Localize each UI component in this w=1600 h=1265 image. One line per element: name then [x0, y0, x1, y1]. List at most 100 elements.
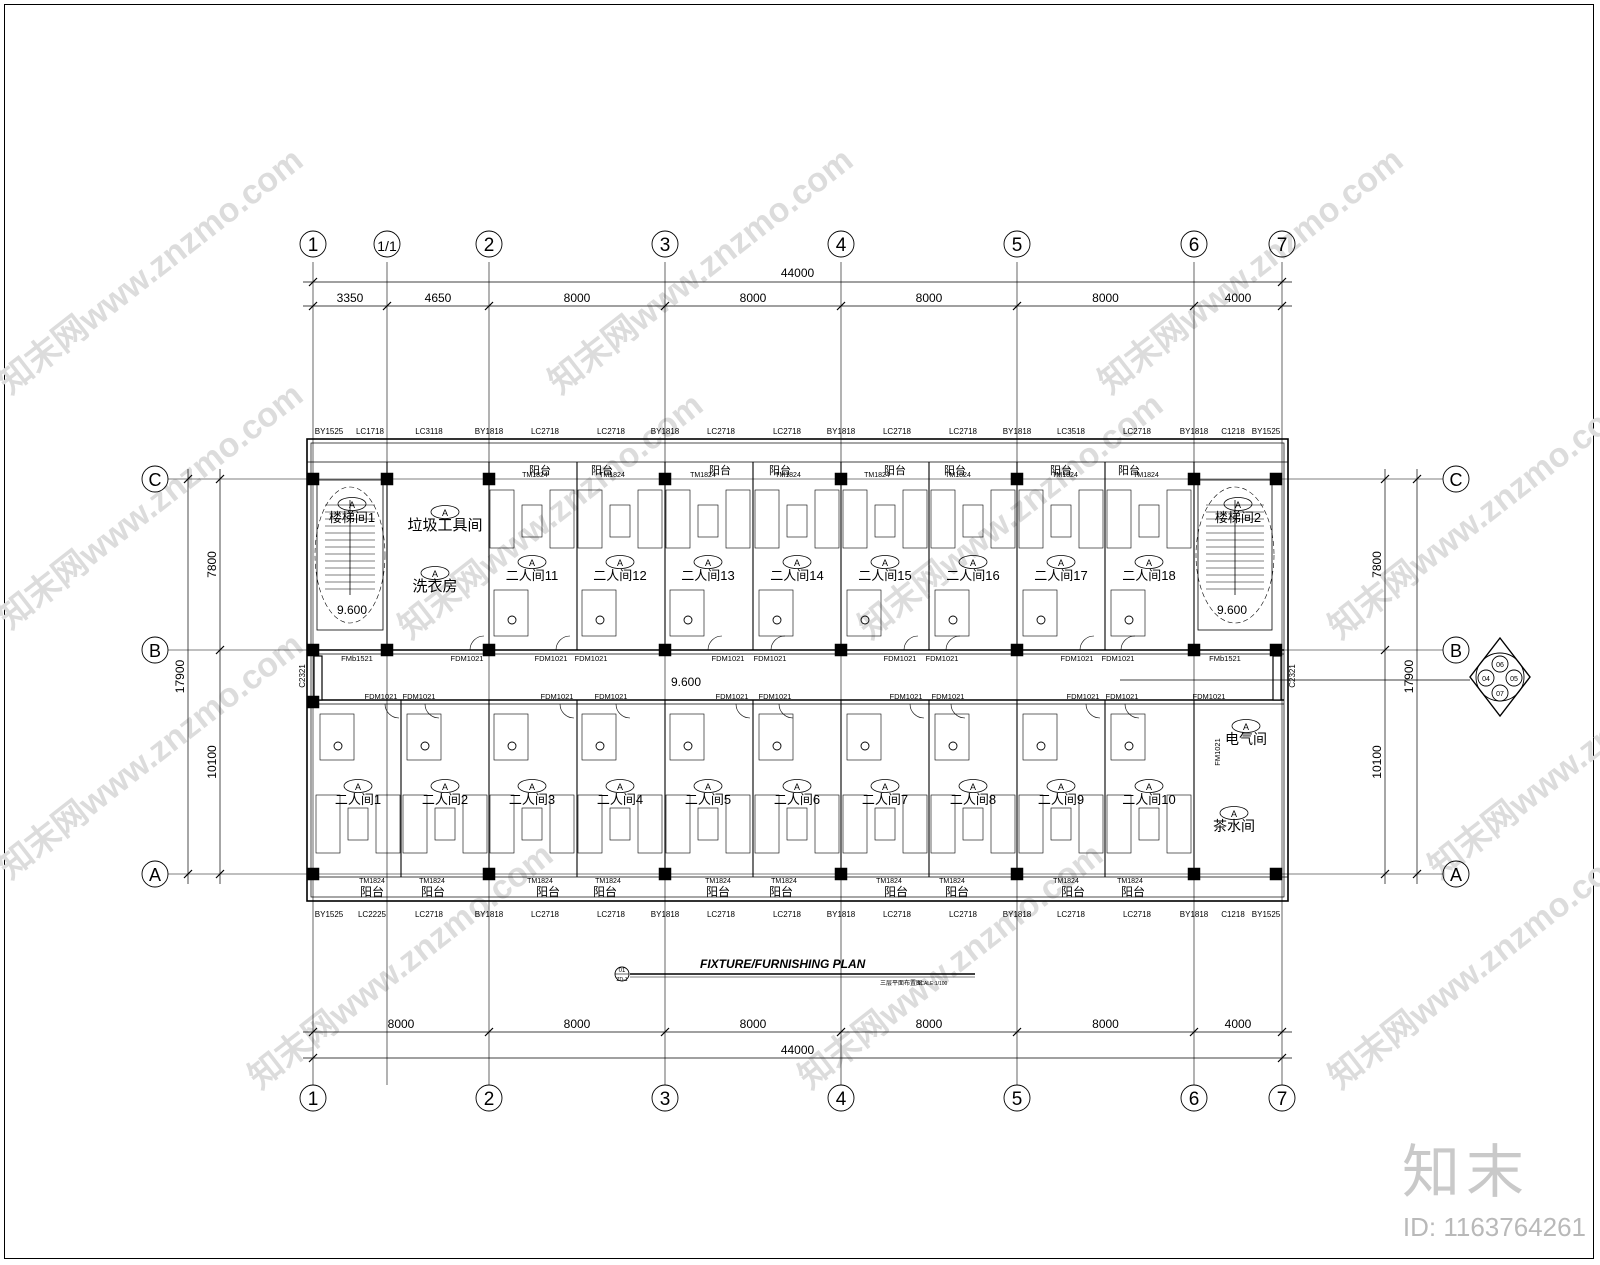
window-tag: LC2718	[883, 910, 912, 919]
desk	[962, 807, 984, 841]
bed	[315, 794, 341, 854]
dim-text: 8000	[740, 291, 767, 305]
bathroom	[934, 713, 970, 761]
window-tag: TM1824	[864, 472, 890, 479]
room-name: 二人间13	[681, 568, 734, 583]
axis-label: A	[149, 865, 161, 885]
axis-bubble	[827, 230, 855, 258]
room-name: 楼梯间1	[329, 510, 375, 525]
axis-bubble	[1180, 230, 1208, 258]
column	[834, 867, 848, 881]
axis-bubble	[1003, 1084, 1031, 1112]
room-tag-letter: A	[1146, 558, 1152, 568]
window-tag: LC2718	[1057, 910, 1086, 919]
column	[306, 695, 320, 709]
column	[834, 643, 848, 657]
balcony-label: 阳台	[884, 884, 908, 899]
axis-label: 4	[836, 235, 847, 256]
window-tag: BY1818	[651, 427, 680, 436]
room-tag	[958, 779, 988, 793]
toilet	[860, 741, 870, 751]
axis-label: 6	[1189, 1089, 1200, 1110]
door-swing	[778, 703, 794, 719]
door-tag: FDM1021	[754, 654, 787, 663]
room-name: 二人间10	[1122, 792, 1175, 807]
bathroom	[934, 589, 970, 637]
door-tag: FDM1021	[1061, 654, 1094, 663]
bed	[754, 794, 780, 854]
brand-watermark: 知末	[1401, 1138, 1530, 1206]
room-tag	[1134, 555, 1164, 569]
bed	[637, 794, 663, 854]
index-diamond	[1469, 636, 1531, 718]
room-tag	[1046, 555, 1076, 569]
window-tag: LC2718	[531, 910, 560, 919]
toilet	[420, 741, 430, 751]
axis-bubble	[1180, 1084, 1208, 1112]
door-swing	[615, 703, 631, 719]
bed	[1018, 794, 1044, 854]
balcony-label: 阳台	[360, 884, 384, 899]
column	[658, 472, 672, 486]
door-swing	[1120, 635, 1136, 651]
sheet-code: ZD-1	[616, 977, 627, 983]
toilet	[1036, 615, 1046, 625]
dim-text: 4000	[1225, 1017, 1252, 1031]
window-tag: TM1824	[522, 472, 548, 479]
room-name: 电气间	[1225, 731, 1267, 747]
desk	[1138, 504, 1160, 538]
bed	[930, 794, 956, 854]
dim-tick	[308, 277, 318, 287]
column	[306, 643, 320, 657]
toilet	[595, 741, 605, 751]
room-name: 垃圾工具间	[407, 517, 482, 534]
room-tag-letter: A	[705, 782, 711, 792]
window-tag: LC2718	[415, 910, 444, 919]
bed	[1166, 794, 1192, 854]
balcony-label: 阳台	[706, 884, 730, 899]
axis-bubble	[1268, 1084, 1296, 1112]
bed	[814, 489, 840, 549]
window-tag: LC2718	[597, 427, 626, 436]
watermark-text: 知末网www.znzmo.com	[0, 626, 310, 887]
bathroom	[669, 713, 705, 761]
bathroom	[581, 713, 617, 761]
door-tag: FDM1021	[595, 692, 628, 701]
dim-tick	[215, 474, 225, 484]
column	[658, 867, 672, 881]
window-tag: LC2718	[707, 910, 736, 919]
desk	[521, 504, 543, 538]
window-tag: BY1818	[1003, 910, 1032, 919]
window-tag: C1218	[1221, 910, 1245, 919]
dim-tick	[215, 645, 225, 655]
door-swing	[1079, 635, 1095, 651]
window-tag: BY1818	[1180, 910, 1209, 919]
toilet	[948, 615, 958, 625]
bed	[577, 794, 603, 854]
desk	[1050, 504, 1072, 538]
window-tag: LC2718	[1123, 910, 1152, 919]
toilet	[948, 741, 958, 751]
door-swing	[384, 703, 400, 719]
door-swing	[469, 635, 485, 651]
window-tag: C2321	[298, 664, 307, 688]
window-tag: BY1818	[475, 910, 504, 919]
toilet	[507, 741, 517, 751]
index-sub	[1491, 684, 1509, 702]
room-tag	[1223, 497, 1253, 511]
room-tag	[1231, 719, 1261, 733]
axis-label: B	[149, 641, 161, 661]
bed	[489, 794, 515, 854]
door-swing	[1085, 703, 1101, 719]
dim-text: 8000	[388, 1017, 415, 1031]
bathroom	[669, 589, 705, 637]
dim-tick	[1277, 277, 1287, 287]
window-tag: TM1824	[771, 878, 797, 885]
room-name: 二人间17	[1034, 568, 1087, 583]
window-tag: LC2718	[707, 427, 736, 436]
dim-tick	[1412, 474, 1422, 484]
window-tag: C1218	[1221, 427, 1245, 436]
desk	[1138, 807, 1160, 841]
